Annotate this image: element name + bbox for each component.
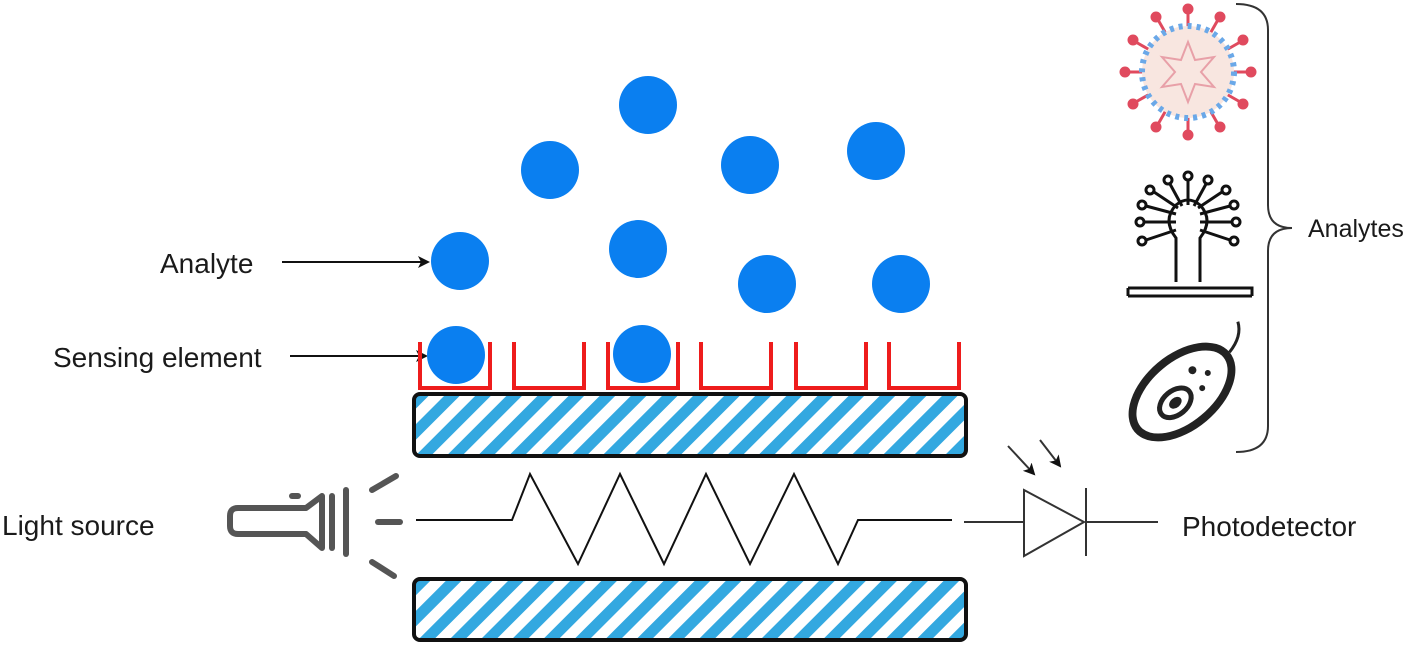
sensing-element [887, 342, 961, 390]
sensing-element-label: Sensing element [53, 342, 262, 373]
analyte-particle [609, 220, 667, 278]
analyte-particle [872, 255, 930, 313]
light-path [416, 471, 952, 567]
analyte-particle [738, 255, 796, 313]
analyte-particle-bound [613, 325, 671, 383]
analyte-particle [619, 76, 677, 134]
analyte-label: Analyte [160, 248, 253, 279]
virus-icon [1119, 3, 1257, 141]
bottom-waveguide-cladding [412, 577, 968, 642]
sensing-element [699, 342, 773, 390]
analyte-particles [427, 76, 930, 384]
top-waveguide-cladding [412, 392, 968, 458]
analyte-particle [721, 136, 779, 194]
photodiode-icon [964, 439, 1158, 558]
analytes-brace [1235, 3, 1293, 453]
sensing-element [794, 342, 868, 390]
analyte-particle-bound [427, 326, 485, 384]
fungus-icon [1126, 170, 1254, 298]
flashlight-icon [227, 473, 403, 579]
analyte-particle [847, 122, 905, 180]
sensing-element [418, 342, 492, 390]
analyte-particle [521, 141, 579, 199]
light-source-label: Light source [2, 510, 155, 541]
analyte-particle [431, 232, 489, 290]
sensing-elements [418, 342, 961, 390]
analytes-label: Analytes [1308, 215, 1404, 243]
bacterium-icon [1128, 321, 1241, 442]
sensing-element [606, 342, 680, 390]
sensing-element [512, 342, 586, 390]
photodetector-label: Photodetector [1182, 511, 1356, 542]
